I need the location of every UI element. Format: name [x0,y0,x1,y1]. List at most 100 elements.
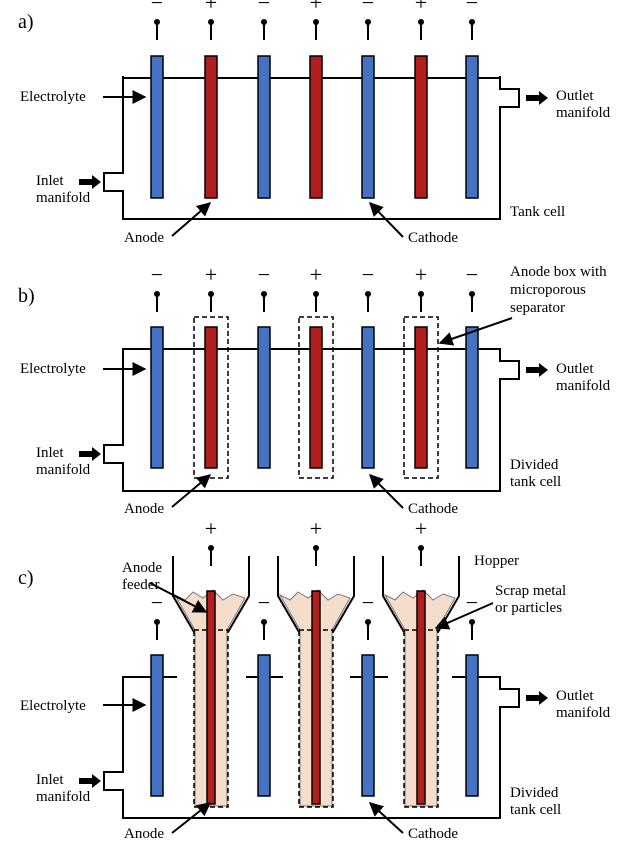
panel-b-electrode-4-anode [309,326,323,469]
panel-b-electrode-3-polarity-minus: − [258,262,270,287]
panel-c-cathode-label: Cathode [408,826,458,842]
panel-c-outlet-label-line-1: Outlet [556,688,594,704]
panel-b-tank [103,348,520,492]
panel-b-cathode-arrow [369,474,404,509]
panel-b-electrode-4-terminal-dot [313,291,319,297]
panel-b-electrode-3-cathode [257,326,271,469]
panel-a-electrode-1-polarity-minus: − [151,0,163,15]
panel-a-inlet-arrow [79,175,101,189]
panel-b-anode-box-2 [298,316,334,479]
panel-b-anode-arrow [171,474,212,508]
panel-b-outlet-label-line-1: Outlet [556,361,594,377]
panel-b-electrode-6-polarity-plus: + [415,262,427,287]
panel-c-anode-3-feeder-rod [416,590,426,805]
panel-b-electrode-6-anode [414,326,428,469]
panel-b-electrode-1-cathode [150,326,164,469]
panel-c-cathode-arrow [368,802,404,834]
panel-a-electrode-5-cathode [361,55,375,199]
panel-b-electrode-4-polarity-plus: + [310,262,322,287]
panel-a-electrode-7-polarity-minus: − [466,0,478,15]
panel-c-anode-arrow [171,802,212,834]
panel-b-electrode-5-cathode [361,326,375,469]
panel-b-cathode-label: Cathode [408,501,458,517]
panel-a-electrode-3-terminal-dot [261,19,267,25]
panel-a-electrolyte-label: Electrolyte [20,89,86,105]
panel-b-inlet-label-line-1: Inlet [36,445,64,461]
panel-b-anode-box-label-line-3: separator [510,300,565,316]
panel-b-electrode-5-terminal-dot [365,291,371,297]
panel-c-cathode-1-plate [150,654,164,797]
panel-c-hopper-2-wall-left [277,556,300,633]
panel-b-cell-label-line-2: tank cell [510,474,561,490]
panel-b-label: b) [18,285,35,307]
panel-c-scrap-label-line-2: or particles [495,600,562,616]
panel-b-electrode-7-polarity-minus: − [466,262,478,287]
panel-b-anode-box-label-line-2: microporous [510,282,586,298]
panel-b-cell-label-line-1: Divided [510,457,559,473]
panel-a-outlet-label-line-2: manifold [556,105,611,121]
panel-c-cathode-3-plate [361,654,375,797]
panel-c-label: c) [18,567,34,589]
panel-b-electrode-7-terminal-dot [469,291,475,297]
panel-a-cathode-arrow [369,201,404,238]
panel-b-anode-box-arrow [438,317,513,346]
panel-a-electrode-2-polarity-plus: + [205,0,217,15]
panel-c-anode-2-terminal-dot [313,545,319,551]
panel-b-anode-box-label-line-1: Anode box with [510,264,607,280]
panel-c-anode-3-polarity-plus: + [415,516,427,541]
panel-c-inlet-label-line-2: manifold [36,789,91,805]
panel-a-outlet-arrow [526,91,548,105]
panel-b-electrolyte-label: Electrolyte [20,361,86,377]
panel-a-electrode-5-polarity-minus: − [362,0,374,15]
panel-a-anode-label: Anode [124,230,164,246]
panel-a-electrode-3-cathode [257,55,271,199]
panel-b-outlet-arrow [526,363,548,377]
panel-a-electrode-7-cathode [465,55,479,199]
panel-a-electrode-1-cathode [150,55,164,199]
panel-b-electrode-2-anode [204,326,218,469]
panel-a-electrode-6-terminal-dot [418,19,424,25]
panel-c-cathode-1-polarity-minus: − [151,590,163,615]
panel-c-anode-label: Anode [124,826,164,842]
panel-c-anode-1-polarity-plus: + [205,516,217,541]
panel-c-anode-1-feeder-rod [206,590,216,805]
panel-c-cathode-4-polarity-minus: − [466,590,478,615]
panel-a-electrode-4-polarity-plus: + [310,0,322,15]
panel-c-cathode-3-polarity-minus: − [362,590,374,615]
panel-b-anode-box-3 [403,316,439,479]
panel-b-anode-label: Anode [124,501,164,517]
panel-c-electrolyte-label: Electrolyte [20,698,86,714]
panel-c-cathode-2-plate [257,654,271,797]
panel-b-electrode-1-polarity-minus: − [151,262,163,287]
panel-a-tank [103,76,520,220]
panel-c-hopper-3-wall-left [382,556,405,633]
panel-c-scrap-label-line-1: Scrap metal [495,583,566,599]
panel-a-inlet-label-line-2: manifold [36,190,91,206]
panel-c-feeder-label-line-1: Anode [122,560,162,576]
panel-c-cathode-1-terminal-dot [154,619,160,625]
panel-c-hopper-label: Hopper [474,553,519,569]
panel-b-electrode-2-terminal-dot [208,291,214,297]
panel-b-outlet-label-line-2: manifold [556,378,611,394]
panel-a-inlet-label-line-1: Inlet [36,173,64,189]
panel-c-inlet-arrow [79,774,101,788]
panel-b-inlet-label-line-2: manifold [36,462,91,478]
panel-b-electrode-2-polarity-plus: + [205,262,217,287]
panel-c-cathode-4-plate [465,654,479,797]
panel-c-scrap-arrow [434,602,494,630]
panel-a-electrode-2-terminal-dot [208,19,214,25]
panel-c-hopper-1-wall-right [227,556,250,633]
panel-b-electrode-7-cathode [465,326,479,469]
panel-b-electrode-1-terminal-dot [154,291,160,297]
panel-a-outlet-label-line-1: Outlet [556,88,594,104]
panel-a-label: a) [18,11,34,33]
panel-a-electrode-3-polarity-minus: − [258,0,270,15]
panel-a-electrode-4-anode [309,55,323,199]
panel-a-cathode-label: Cathode [408,230,458,246]
panel-c-outlet-arrow [526,691,548,705]
panel-a-cell-label-line-1: Tank cell [510,204,565,220]
panel-a-electrode-4-terminal-dot [313,19,319,25]
panel-c-feeder-arrow [149,582,208,613]
